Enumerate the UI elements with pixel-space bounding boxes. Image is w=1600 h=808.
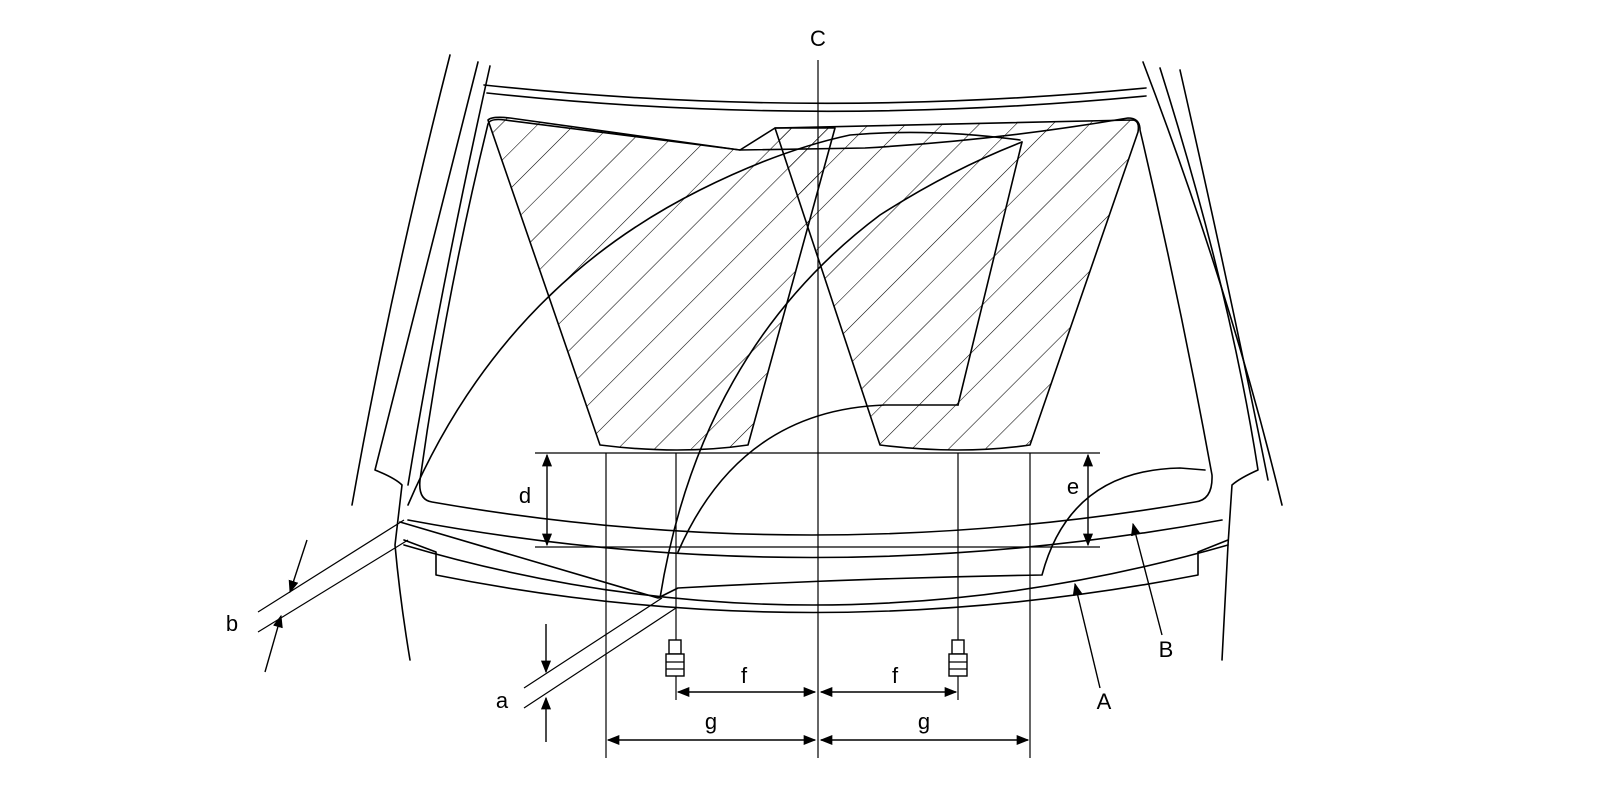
label-a: a [496,688,509,713]
edge-A [403,544,1229,606]
dimension-b [257,519,409,673]
dimension-a [523,597,677,742]
wiper-arcs [399,131,1206,599]
label-f-right: f [892,663,899,688]
label-e: e [1067,474,1079,499]
right-spray-zone [774,119,1140,451]
leader-A [1072,582,1101,689]
left-spray-zone [487,116,836,451]
label-C: C [810,26,826,51]
label-b: b [226,611,238,636]
label-g-left: g [705,709,717,734]
right-nozzle-icon [948,639,968,677]
left-nozzle-icon [665,639,685,677]
label-f-left: f [741,663,748,688]
label-g-right: g [918,709,930,734]
label-d: d [519,483,531,508]
label-B: B [1159,637,1174,662]
label-A: A [1097,689,1112,714]
leader-B [1130,522,1163,636]
body-outline [351,54,1283,661]
